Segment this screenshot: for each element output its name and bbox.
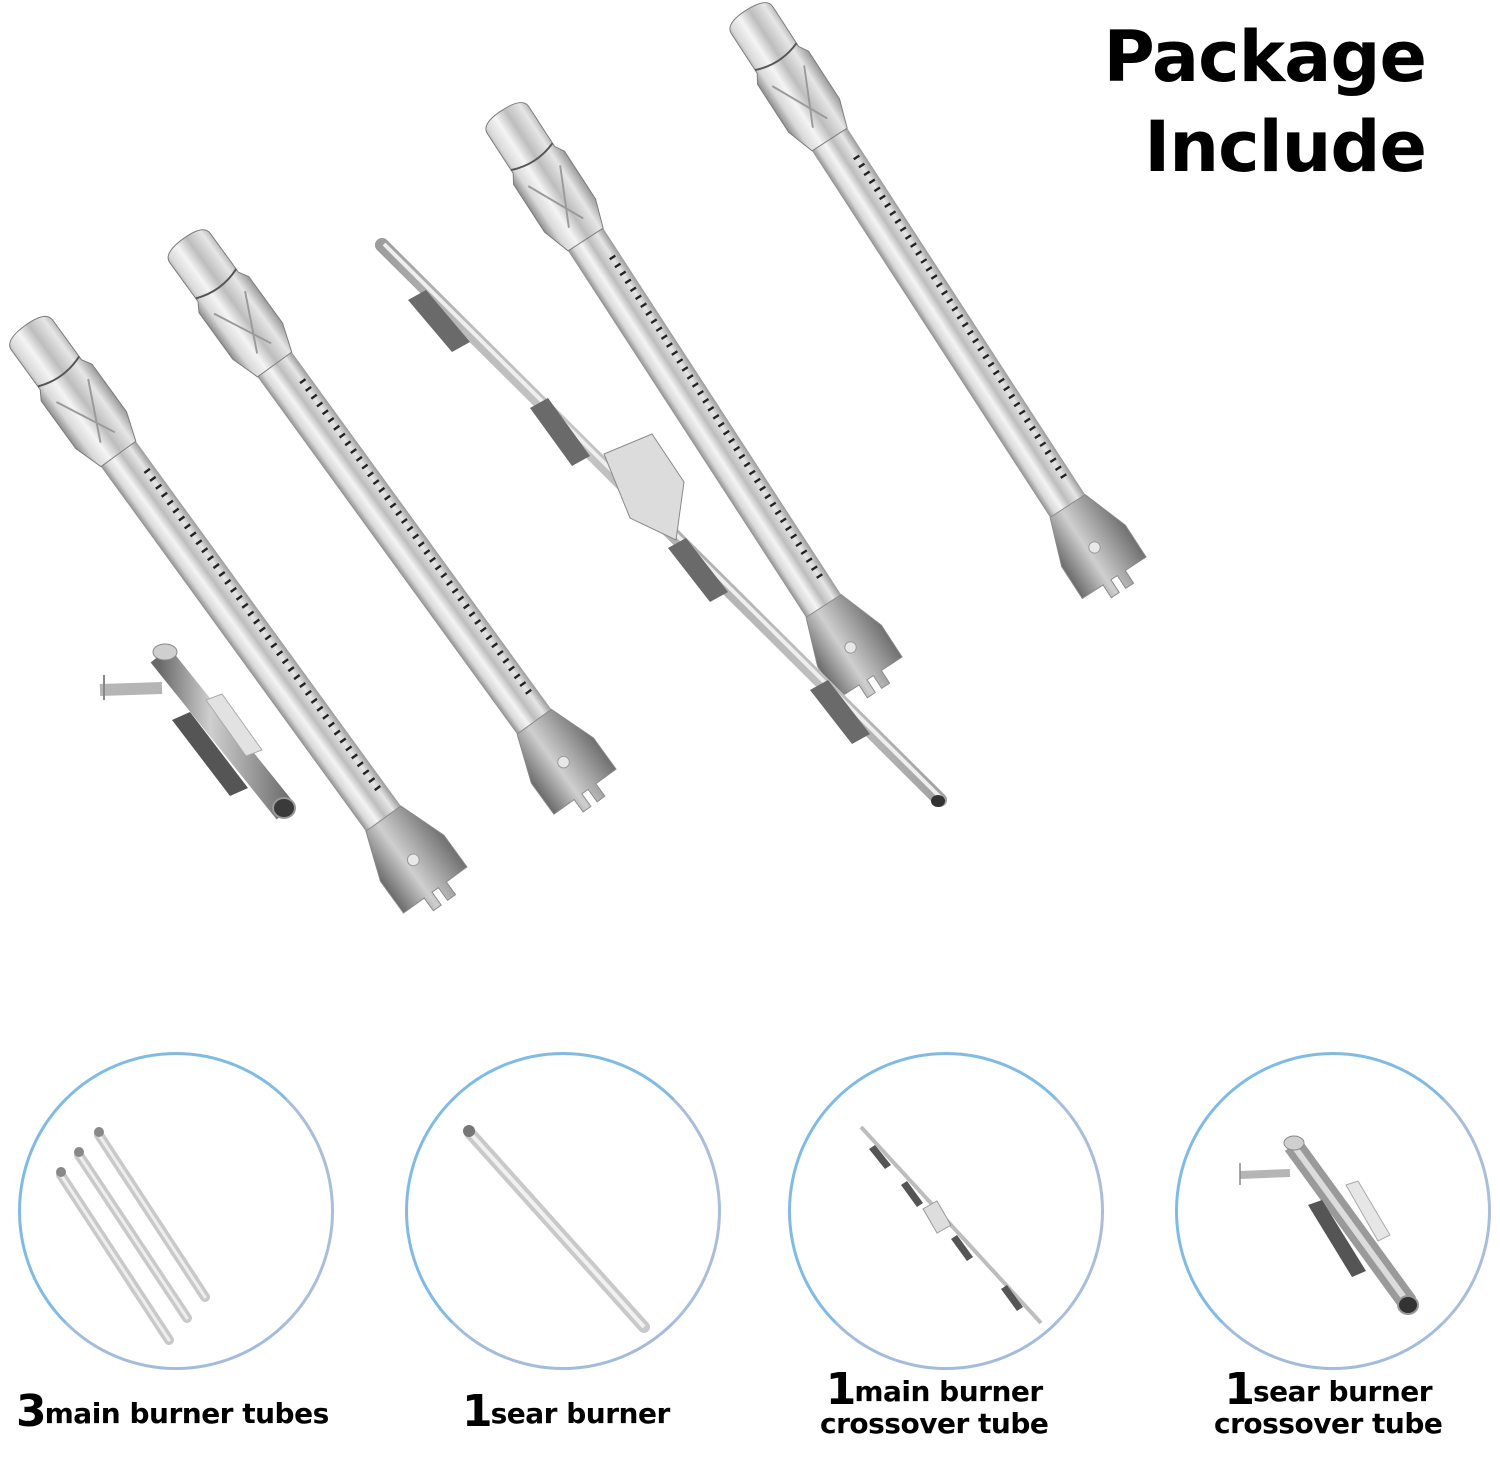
crossover-tube-icon <box>859 1125 1043 1325</box>
title-line-2: Include <box>1144 106 1427 188</box>
sear-crossover-icon <box>1239 1135 1419 1315</box>
item-count: 1 <box>825 1364 857 1415</box>
item-name: sear burner <box>1252 1375 1433 1408</box>
item-name: main burner tubes <box>44 1397 330 1430</box>
item-label-sear-crossover-tube: 1sear burner crossover tube <box>1214 1368 1443 1440</box>
item-label-main-crossover-tube: 1main burner crossover tube <box>820 1368 1049 1440</box>
item-name: main burner <box>854 1375 1043 1408</box>
item-image-main-burner-tubes <box>18 1052 334 1370</box>
item-count: 3 <box>16 1386 47 1437</box>
item-count: 1 <box>462 1386 493 1437</box>
package-include-title: Package Include <box>1103 12 1427 192</box>
item-image-main-crossover-tube <box>788 1052 1104 1370</box>
item-name: sear burner <box>490 1397 671 1430</box>
three-burner-tubes-icon <box>56 1127 210 1345</box>
hero-product-image <box>0 0 1156 927</box>
item-name-line-2: crossover tube <box>820 1407 1049 1440</box>
sear-crossover-drawing <box>99 643 296 820</box>
item-label-sear-burner: 1sear burner <box>462 1390 671 1434</box>
item-count: 1 <box>1224 1364 1255 1415</box>
sear-burner-icon <box>463 1125 650 1333</box>
item-label-main-burner-tubes: 3main burner tubes <box>16 1390 330 1434</box>
crossover-tube-drawing <box>375 238 947 807</box>
title-line-1: Package <box>1103 16 1427 98</box>
item-image-sear-burner <box>405 1052 721 1370</box>
item-image-sear-crossover-tube <box>1175 1052 1491 1370</box>
item-name-line-2: crossover tube <box>1214 1407 1443 1440</box>
